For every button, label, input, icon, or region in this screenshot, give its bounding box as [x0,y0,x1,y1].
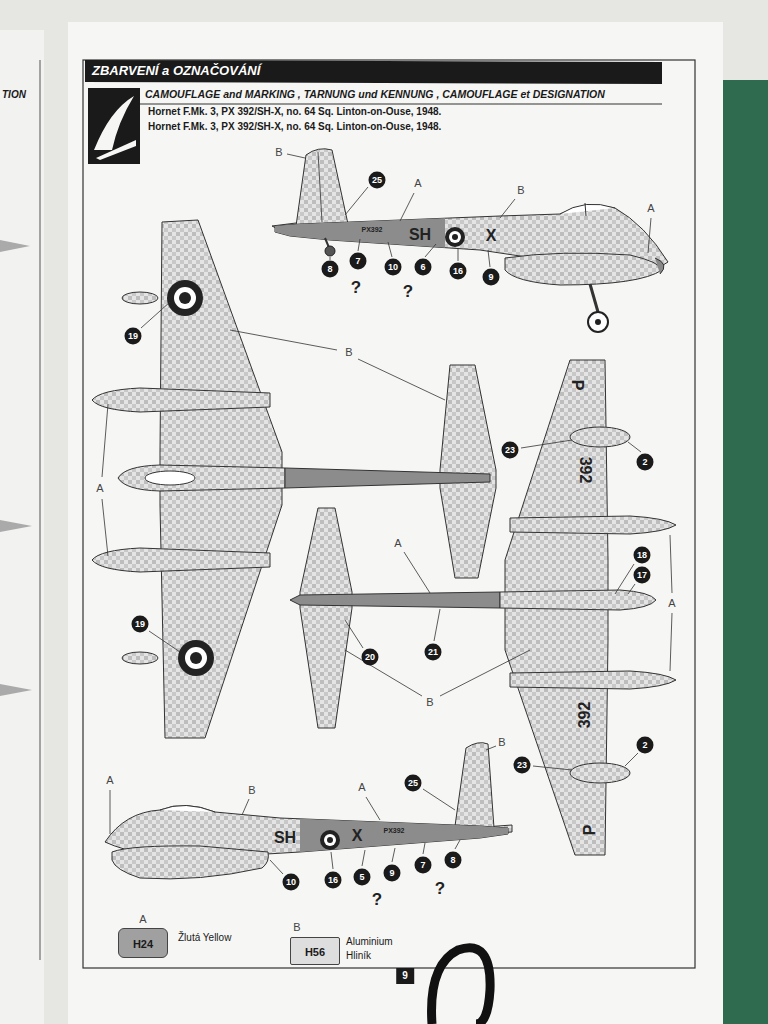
colour-letter: B [516,185,525,196]
header-line: CAMOUFLAGE and MARKING , TARNUNG und KEN… [145,89,605,100]
callout-number: 10 [385,259,402,276]
colour-code: H56 [305,947,325,958]
colour-letter: A [393,538,402,549]
callout-number: 16 [450,263,467,280]
colour-letter: A [646,203,655,214]
page-number: 9 [396,968,414,984]
aircraft-marking: X [352,828,363,844]
colour-letter: B [497,737,506,748]
callout-number: 10 [283,874,300,891]
aircraft-marking: P [582,825,598,836]
colour-letter: B [274,147,283,158]
aircraft-marking: X [486,228,497,244]
colour-code: H24 [133,939,153,950]
page-title: ZBARVENÍ a OZNAČOVÁNÍ [92,64,260,77]
callout-number: 9 [483,269,500,286]
callout-number: 8 [322,261,339,278]
aircraft-marking: SH [274,830,296,846]
query-mark: ? [403,283,413,300]
legend-text: Žlutá Yellow [178,931,238,945]
colour-letter: A [413,178,422,189]
serial-marking: PX392 [361,226,382,233]
caption-line: Hornet F.Mk. 3, PX 392/SH-X, no. 64 Sq. … [148,122,441,132]
callout-number: 25 [405,775,422,792]
callout-number: 20 [362,649,379,666]
colour-letter: B [425,697,434,708]
aircraft-marking: P [569,380,585,391]
colour-letter: B [292,922,301,933]
query-mark: ? [351,279,361,296]
callout-number: 6 [415,259,432,276]
aircraft-marking: 392 [577,457,593,484]
callout-number: 16 [325,872,342,889]
colour-letter: A [357,782,366,793]
colour-letter: A [667,598,676,609]
callout-number: 2 [637,454,654,471]
callout-number: 7 [350,253,367,270]
callout-number: 2 [637,737,654,754]
aircraft-marking: SH [409,227,431,243]
callout-number: 23 [514,757,531,774]
callout-number: 5 [354,869,371,886]
colour-letter: A [138,914,147,925]
caption-line: Hornet F.Mk. 3, PX 392/SH-X, no. 64 Sq. … [148,107,441,117]
colour-letter: B [247,785,256,796]
query-mark: ? [435,880,445,897]
colour-letter: A [95,483,104,494]
callout-number: 19 [132,616,149,633]
callout-number: 7 [415,857,432,874]
callout-number: 25 [369,172,386,189]
callout-number: 21 [425,644,442,661]
callout-number: 9 [384,865,401,882]
colour-letter: A [105,775,114,786]
serial-marking: PX392 [383,827,404,834]
callout-number: 23 [502,442,519,459]
callout-number: 17 [634,567,651,584]
query-mark: ? [372,891,382,908]
aircraft-marking: 392 [577,702,593,729]
callout-number: 8 [445,852,462,869]
callout-number: 19 [125,328,142,345]
page-fragment: TION [2,90,26,100]
callout-number: 18 [634,547,651,564]
colour-letter: B [344,347,353,358]
legend-text: Aluminium Hliník [346,935,416,963]
